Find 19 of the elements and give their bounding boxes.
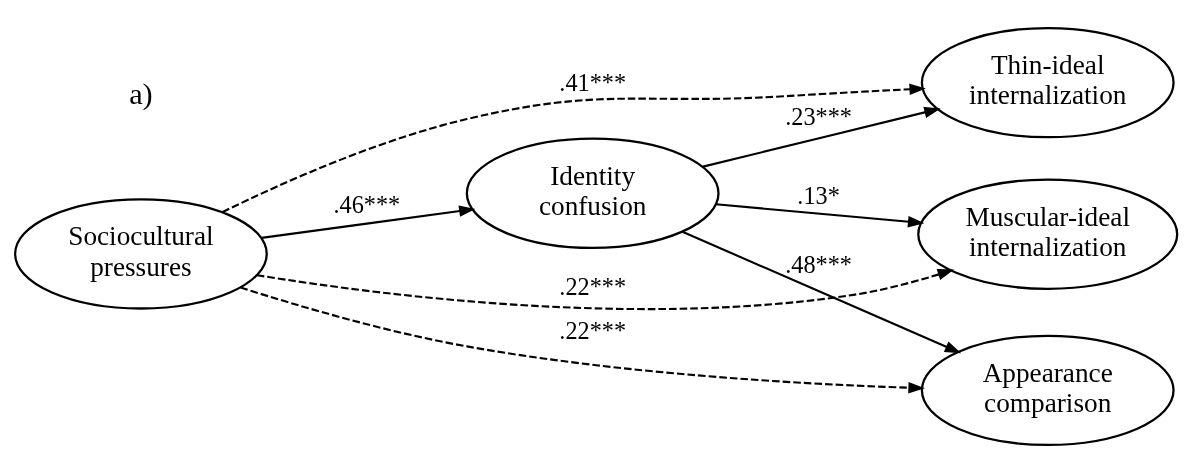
edge-label: .41*** (559, 69, 627, 97)
arrow (715, 203, 925, 228)
edge-label: .23*** (785, 102, 852, 130)
node-ellipse: Sociocultural pressures (13, 198, 268, 310)
edge-label: .22*** (559, 272, 627, 300)
node-ellipse: Muscular-ideal internalization (917, 178, 1179, 290)
arrow (240, 286, 925, 394)
arrow (256, 269, 955, 311)
edge-label: .46*** (333, 190, 401, 218)
arrow (261, 205, 476, 239)
label: a) (129, 76, 153, 111)
node-ellipse: Appearance comparison (920, 334, 1175, 447)
edge-label: .48*** (785, 251, 852, 279)
arrow (222, 83, 926, 213)
arrow (682, 230, 962, 354)
node-ellipse: Identity confusion (465, 137, 720, 249)
edge-label: .22*** (559, 316, 627, 344)
arrow (702, 106, 941, 168)
edge-label: .13* (797, 181, 840, 209)
